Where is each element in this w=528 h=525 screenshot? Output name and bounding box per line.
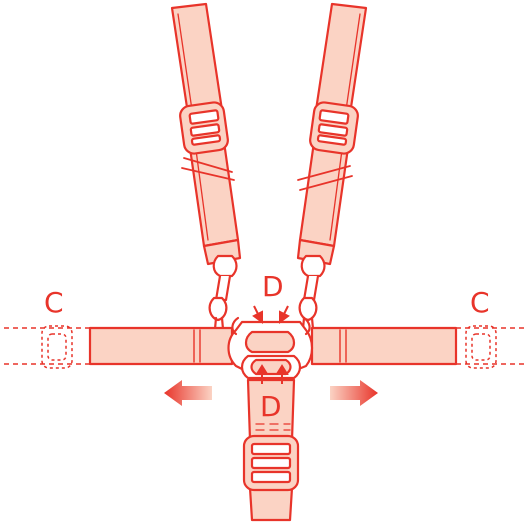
right-waist-strap	[310, 326, 458, 366]
crotch-strap	[246, 378, 296, 522]
left-clip-outline	[41, 325, 73, 369]
label-right-clip: C	[470, 286, 490, 319]
squeeze-arrow-icon	[252, 305, 290, 384]
label-top-buckle: D	[262, 270, 284, 303]
right-adjuster-buckle	[309, 101, 359, 155]
left-waist-strap	[88, 326, 234, 366]
central-buckle	[227, 316, 314, 380]
dashed-guides	[4, 327, 524, 365]
crotch-adjuster-buckle	[242, 434, 300, 492]
right-hook	[296, 238, 336, 342]
right-arrow-icon	[330, 380, 378, 406]
left-arrow-icon	[164, 380, 212, 406]
right-clip-outline	[465, 325, 497, 369]
left-adjuster-buckle	[179, 101, 229, 155]
left-hook	[202, 238, 242, 342]
label-bottom-buckle: D	[260, 390, 282, 423]
label-left-clip: C	[44, 286, 64, 319]
